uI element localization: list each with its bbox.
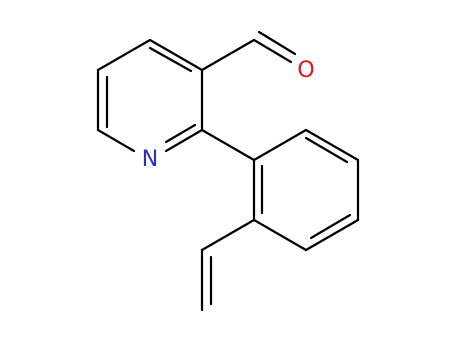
bond-c3-cho xyxy=(200,38,256,72)
bond-lines xyxy=(96,30,360,312)
bond-ph6-vinyl xyxy=(200,218,256,252)
bond-ph1-ph2 xyxy=(252,128,308,162)
bond-ph4-ph5 xyxy=(304,218,360,252)
bond-ph4-ph5-inner xyxy=(309,213,352,240)
oxygen-atom-label: O xyxy=(297,58,314,83)
bond-ph2-ph3 xyxy=(304,128,360,162)
bond-n1-c2-inner xyxy=(164,123,197,144)
bond-c2-phenyl xyxy=(200,128,256,162)
bond-c3-c4 xyxy=(148,38,204,72)
bond-n1-c2 xyxy=(164,128,204,153)
bond-ph5-ph6 xyxy=(252,218,308,252)
bond-c4-c5 xyxy=(96,38,152,72)
nitrogen-atom-label: N xyxy=(142,147,158,172)
bond-c3-c4-inner xyxy=(148,46,193,73)
bond-ph2-ph3-inner xyxy=(304,136,349,164)
bond-cho-o xyxy=(252,38,293,64)
bond-c6-n1 xyxy=(96,128,136,153)
bond-cho-o-double xyxy=(257,30,297,56)
